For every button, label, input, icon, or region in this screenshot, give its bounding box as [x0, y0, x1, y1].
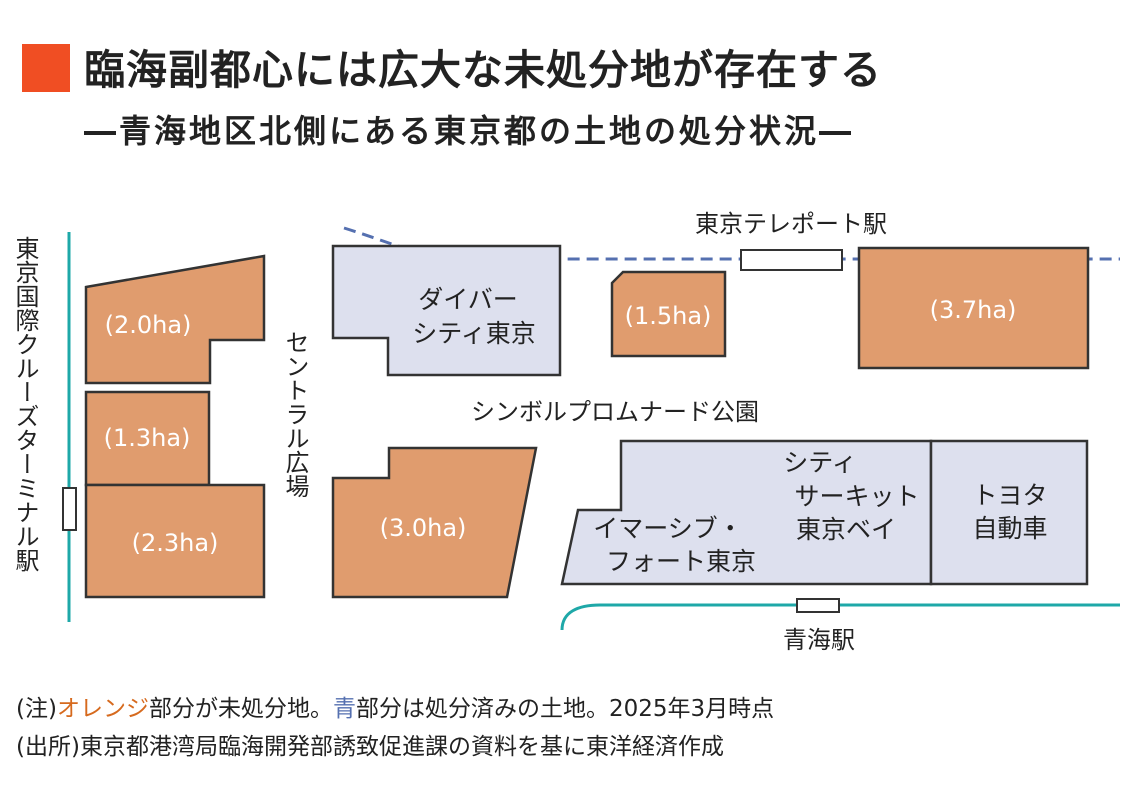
footer-source: (出所)東京都港湾局臨海開発部誘致促進課の資料を基に東洋経済作成 [16, 734, 724, 760]
label-immersive-1: イマーシブ・ [593, 514, 743, 543]
footer: (注)オレンジ部分が未処分地。青部分は処分済みの土地。2025年3月時点 (出所… [16, 690, 774, 766]
plot-1-5ha[interactable] [610, 270, 727, 358]
label-circuit-3: 東京ベイ [796, 515, 896, 544]
footer-note: (注)オレンジ部分が未処分地。青部分は処分済みの土地。2025年3月時点 [16, 690, 774, 728]
page-title: 臨海副都心には広大な未処分地が存在する [84, 46, 882, 94]
label-circuit-1: シティ [783, 448, 857, 477]
plot-1-3ha[interactable] [84, 390, 211, 487]
teleport-station-marker [740, 249, 843, 271]
plot-2-3ha[interactable] [84, 483, 266, 599]
cruise-terminal-station-marker [62, 487, 77, 531]
note-mid: 部分が未処分地。 [148, 696, 333, 722]
plot-3-7ha[interactable] [857, 246, 1090, 370]
page-subtitle: ―青海地区北側にある東京都の土地の処分状況― [84, 112, 855, 150]
plot-toyota[interactable] [929, 439, 1089, 586]
label-2-3ha: (2.3ha) [132, 529, 219, 557]
label-diver-city-1: ダイバー [418, 285, 518, 314]
label-1-5ha: (1.5ha) [625, 302, 712, 330]
label-3-0ha: (3.0ha) [380, 514, 467, 542]
note-blue: 青 [332, 696, 356, 722]
label-aomi-station: 青海駅 [783, 626, 855, 654]
label-2-0ha: (2.0ha) [105, 311, 192, 339]
land-map: (2.0ha) (1.3ha) (2.3ha) (1.5ha) (3.7ha) … [62, 210, 1120, 654]
label-central-plaza: セントラル広場 [281, 330, 309, 498]
note-prefix: (注) [16, 696, 57, 722]
label-immersive-2: フォート東京 [606, 547, 756, 576]
plot-2-0ha[interactable] [84, 254, 266, 385]
label-toyota-2: 自動車 [972, 514, 1047, 543]
note-orange: オレンジ [56, 696, 149, 722]
aomi-station-marker [796, 598, 840, 613]
plot-3-0ha[interactable] [331, 446, 538, 599]
label-1-3ha: (1.3ha) [104, 424, 191, 452]
header: 臨海副都心には広大な未処分地が存在する ―青海地区北側にある東京都の土地の処分状… [0, 0, 1140, 170]
label-symbol-promenade: シンボルプロムナード公園 [471, 398, 759, 426]
yurikamome-line-aomi [560, 603, 1120, 631]
title-marker [22, 44, 70, 92]
label-toyota-1: トヨタ [972, 481, 1047, 510]
note-suffix: 部分は処分済みの土地。2025年3月時点 [355, 696, 775, 722]
label-cruise-terminal-station: 東京国際クルーズターミナル駅 [11, 236, 39, 572]
label-circuit-2: サーキット [794, 482, 919, 511]
label-diver-city-2: シティ東京 [412, 319, 536, 348]
label-3-7ha: (3.7ha) [930, 296, 1017, 324]
label-teleport-station: 東京テレポート駅 [695, 210, 887, 238]
plot-diver-city[interactable] [331, 244, 562, 377]
